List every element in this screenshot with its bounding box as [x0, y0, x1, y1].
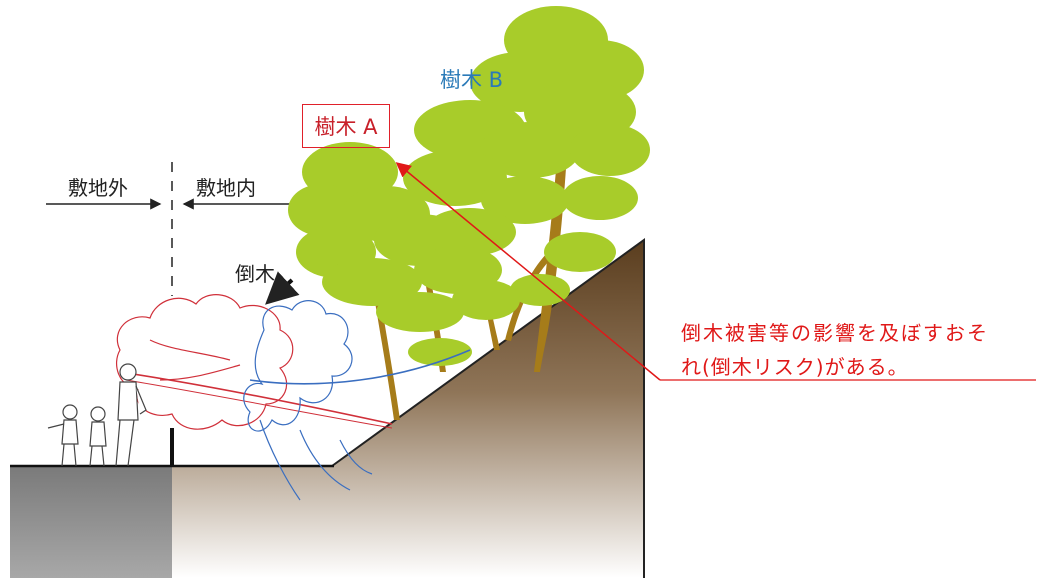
- risk-note-line2: れ(倒木リスク)がある。: [681, 355, 909, 379]
- fallen-tree-blue-trunk: [249, 349, 471, 385]
- fallen-tree-red-trunk: [119, 371, 393, 425]
- inside-site-label: 敷地内: [196, 176, 256, 200]
- soil-slope: [172, 240, 644, 578]
- tree-a: [288, 142, 520, 420]
- child-figure: [47, 404, 79, 467]
- risk-note-line1: 倒木被害等の影響を及ぼすおそ: [681, 321, 989, 345]
- child-figure: [89, 406, 107, 467]
- tree-b-foliage: [403, 6, 650, 306]
- boundary-fence-post: [170, 428, 174, 466]
- pedestrians: [47, 363, 147, 467]
- fallen-tree-label: 倒木: [235, 262, 275, 286]
- road-section: [10, 466, 172, 578]
- boundary-markers: [46, 162, 300, 305]
- slope-surface-line: [331, 238, 645, 578]
- fallen-tree-blue: [243, 300, 471, 501]
- tree-b-branch: [505, 250, 554, 341]
- ground-section: [10, 238, 645, 578]
- fallen-direction-arrow: [265, 271, 300, 305]
- tree-b: [403, 6, 650, 372]
- risk-leader-line: [395, 162, 661, 381]
- fallen-tree-red: [116, 294, 393, 430]
- tree-a-label: 樹木 A: [302, 104, 390, 148]
- tree-b-label: 樹木 B: [440, 68, 504, 92]
- risk-pointer: [395, 162, 1036, 381]
- tree-a-foliage: [288, 142, 520, 366]
- outside-site-label: 敷地外: [68, 176, 128, 200]
- adult-figure: [115, 363, 147, 467]
